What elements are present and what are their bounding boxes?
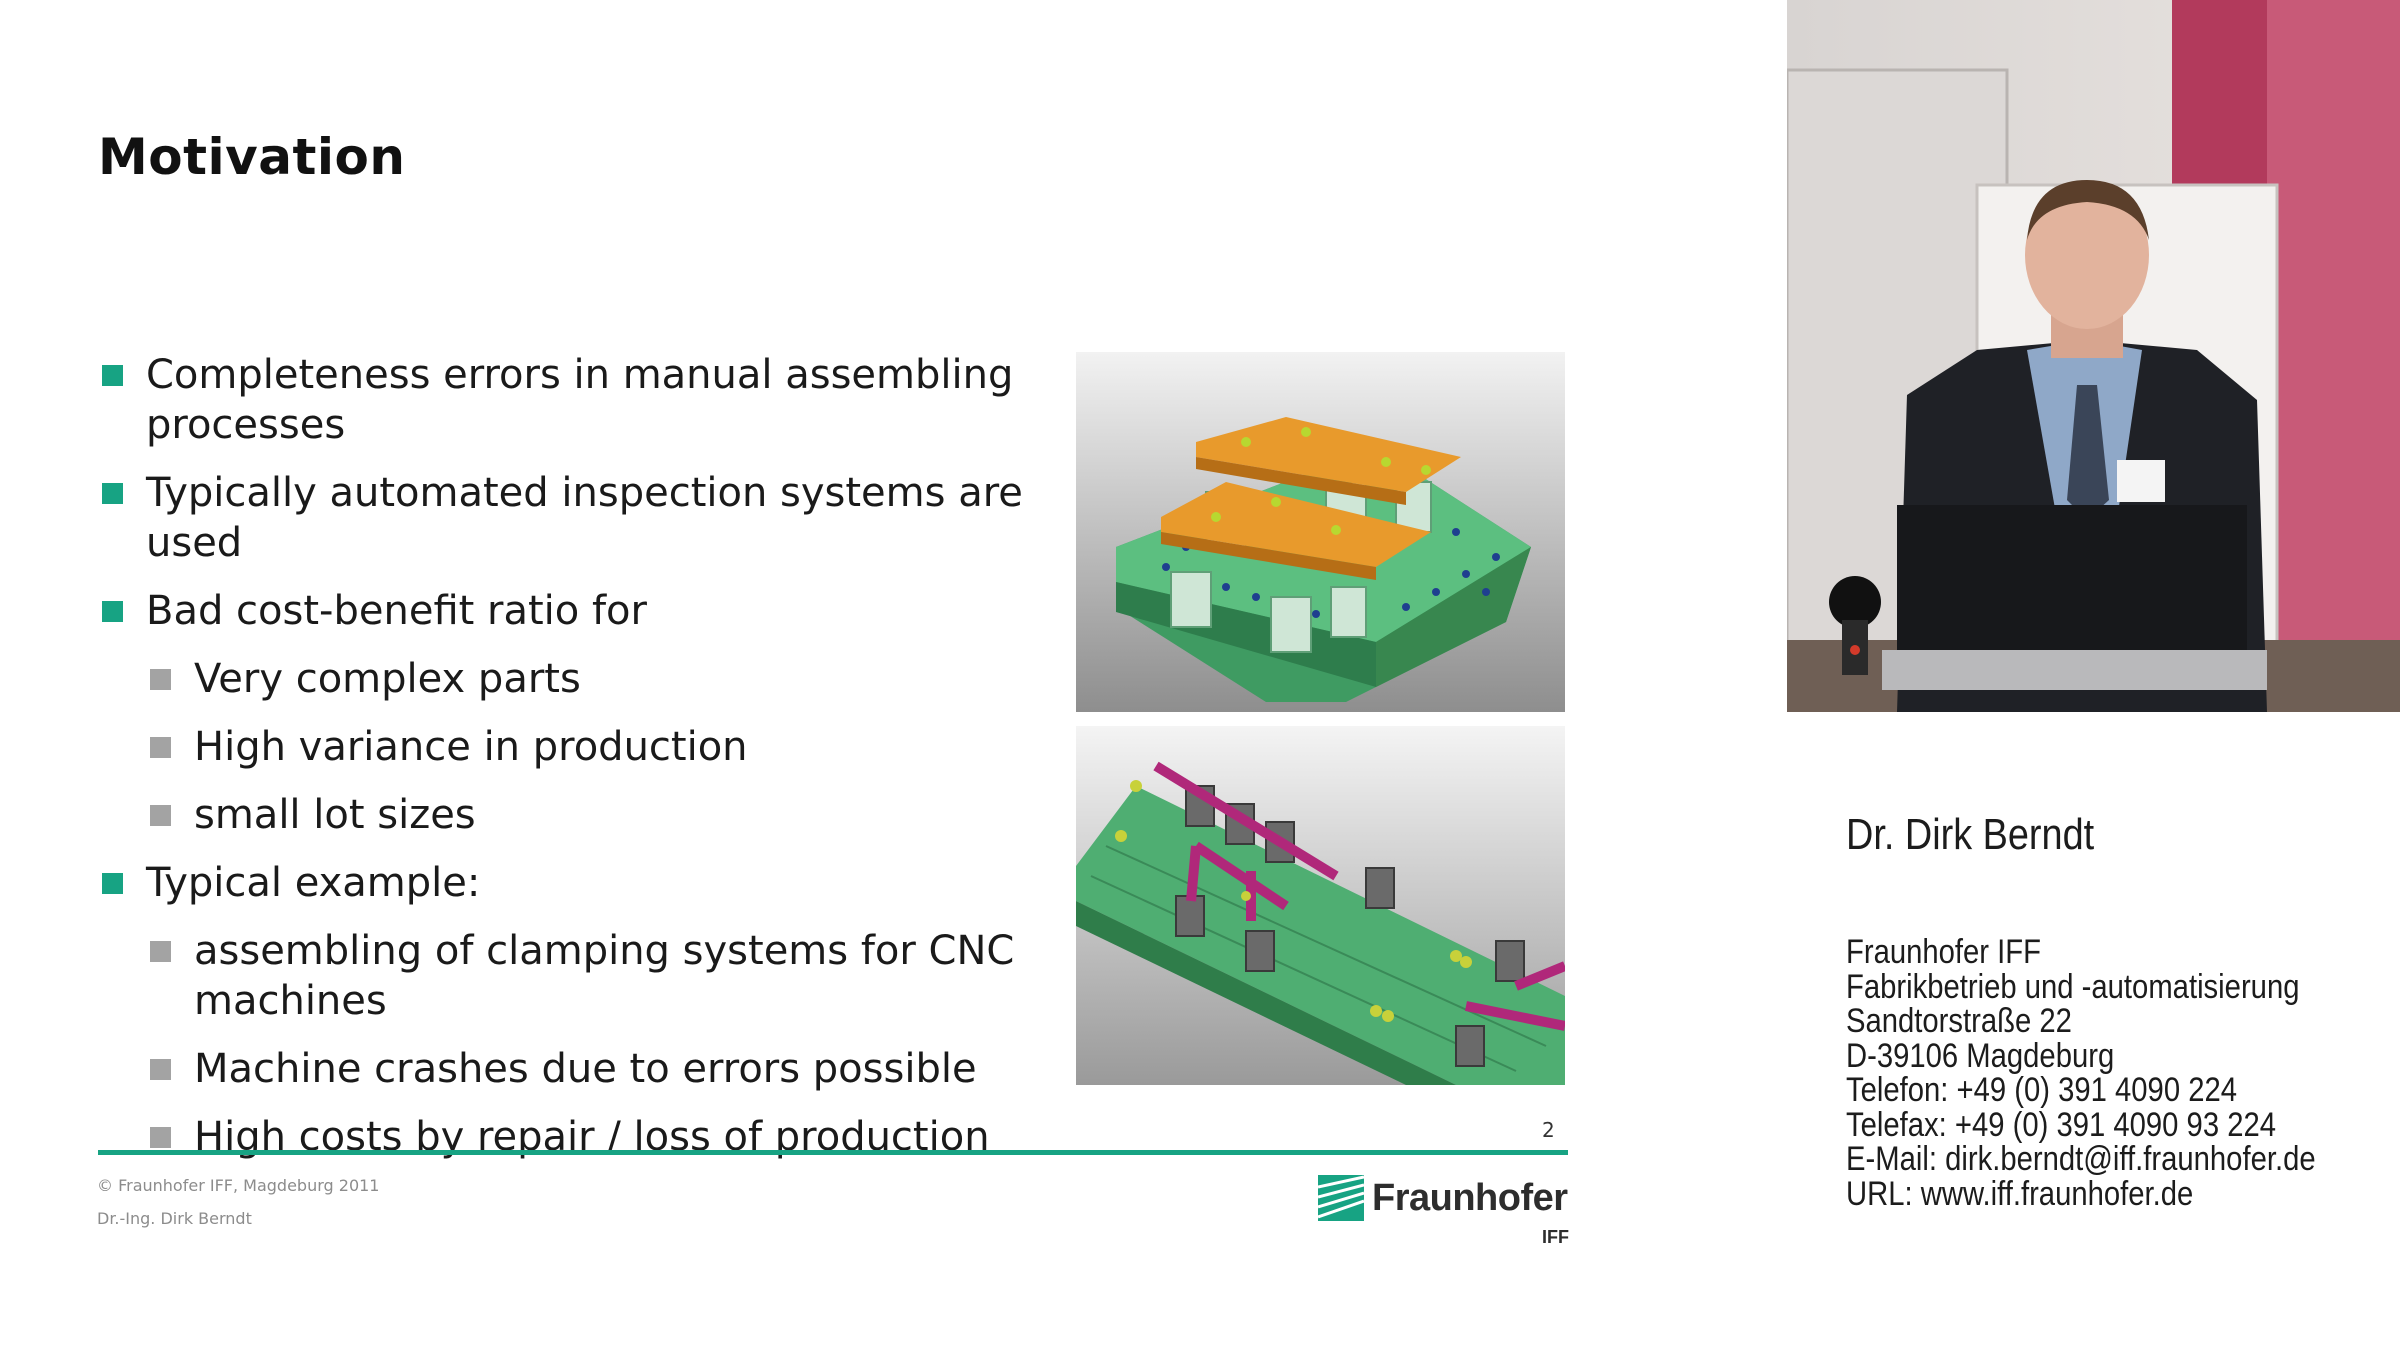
bullet-item: Completeness errors in manual assembling… <box>100 350 1080 450</box>
sub-bullet-marker <box>150 1059 171 1080</box>
bullet-item: Typical example: <box>100 858 1080 908</box>
sub-bullet-marker <box>150 805 171 826</box>
contact-email: E-Mail: dirk.berndt@iff.fraunhofer.de <box>1846 1140 2316 1178</box>
contact-url: URL: www.iff.fraunhofer.de <box>1846 1174 2194 1213</box>
bullet-item: Bad cost-benefit ratio for <box>100 586 1080 636</box>
bullet-text: Typical example: <box>146 860 481 906</box>
rail-fixture-render <box>1076 726 1565 1085</box>
bullet-text: small lot sizes <box>194 792 476 838</box>
bullet-item: Typically automated inspection systems a… <box>100 468 1080 568</box>
contact-organization: Fraunhofer IFF <box>1846 933 2042 971</box>
author-footer: Dr.-Ing. Dirk Berndt <box>97 1209 252 1228</box>
slide-title: Motivation <box>98 128 406 186</box>
clamping-fixture-render <box>1076 352 1565 712</box>
contact-street: Sandtorstraße 22 <box>1846 1002 2072 1040</box>
bullet-list: Completeness errors in manual assembling… <box>100 350 1080 1180</box>
sub-bullet-item: High variance in production <box>100 722 1080 772</box>
contact-phone: Telefon: +49 (0) 391 4090 224 <box>1846 1071 2237 1109</box>
logo-wordmark: Fraunhofer <box>1372 1177 1568 1219</box>
sub-bullet-marker <box>150 669 171 690</box>
logo-subtitle: IFF <box>1542 1227 1569 1247</box>
sub-bullet-marker <box>150 737 171 758</box>
bullet-marker <box>102 873 123 894</box>
sub-bullet-item: small lot sizes <box>100 790 1080 840</box>
page-number: 2 <box>1542 1118 1555 1142</box>
bullet-text: Machine crashes due to errors possible <box>194 1046 977 1092</box>
sub-bullet-item: assembling of clamping systems for CNC m… <box>100 926 1080 1026</box>
bullet-text: High variance in production <box>194 724 748 770</box>
sub-bullet-marker <box>150 1127 171 1148</box>
footer-divider <box>98 1150 1568 1155</box>
contact-department: Fabrikbetrieb und -automatisierung <box>1846 967 2300 1006</box>
presentation-slide: Motivation Completeness errors in manual… <box>97 128 1578 1251</box>
speaker-video <box>1787 0 2400 712</box>
bullet-marker <box>102 365 123 386</box>
sub-bullet-marker <box>150 941 171 962</box>
contact-fax: Telefax: +49 (0) 391 4090 93 224 <box>1846 1105 2276 1144</box>
bullet-text: Typically automated inspection systems a… <box>146 470 1023 566</box>
contact-city: D-39106 Magdeburg <box>1846 1036 2115 1075</box>
bullet-marker <box>102 601 123 622</box>
bullet-text: assembling of clamping systems for CNC m… <box>194 928 1015 1024</box>
sub-bullet-item: Machine crashes due to errors possible <box>100 1044 1080 1094</box>
bullet-marker <box>102 483 123 504</box>
copyright-text: © Fraunhofer IFF, Magdeburg 2011 <box>97 1176 380 1195</box>
bullet-text: Bad cost-benefit ratio for <box>146 588 647 634</box>
bullet-text: Completeness errors in manual assembling… <box>146 352 1014 448</box>
bullet-text: Very complex parts <box>194 656 581 702</box>
speaker-name: Dr. Dirk Berndt <box>1846 810 2095 859</box>
speaker-contact: Fraunhofer IFF Fabrikbetrieb und -automa… <box>1846 935 2316 1211</box>
fraunhofer-logo-mark <box>1318 1175 1364 1221</box>
fraunhofer-logo: Fraunhofer IFF <box>1318 1175 1578 1251</box>
sub-bullet-item: Very complex parts <box>100 654 1080 704</box>
